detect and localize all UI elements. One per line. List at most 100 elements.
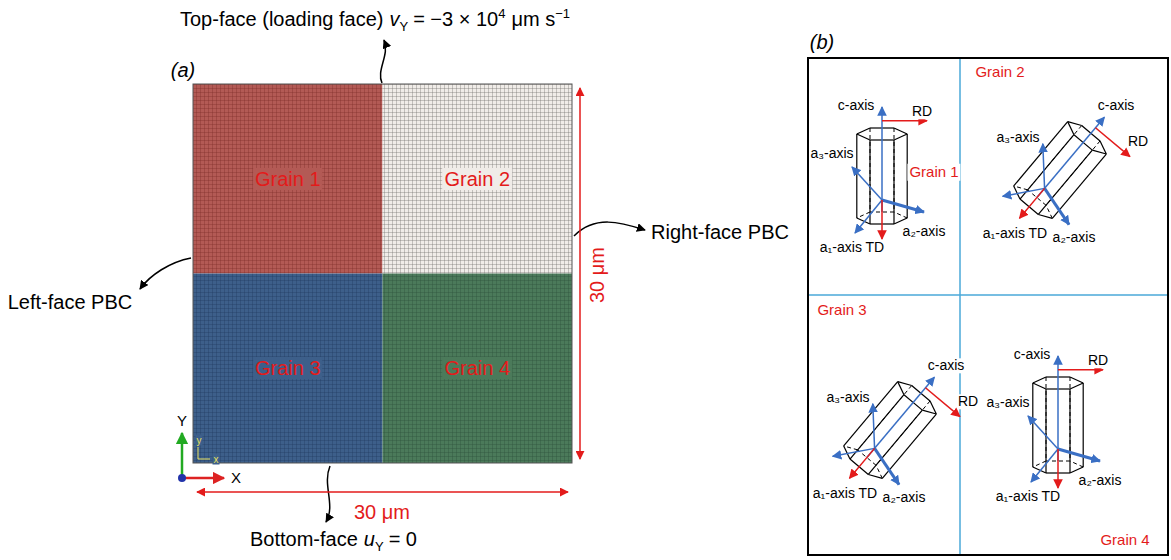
crystal-axis — [852, 404, 896, 449]
axis-label: a₁-axis TD — [982, 226, 1048, 241]
prism-hidden-edge — [876, 401, 930, 465]
sample-axis — [925, 388, 959, 417]
crystal-axis — [855, 200, 882, 233]
axis-label: a₂-axis — [1078, 473, 1123, 488]
prism-edge — [894, 134, 907, 140]
axis-arrow — [181, 433, 184, 478]
leader-arrow — [574, 222, 645, 236]
axis-label: X — [231, 470, 241, 487]
face-label: Left-face PBC — [8, 291, 133, 313]
prism-edge — [1033, 377, 1046, 383]
grain-region: Grain 1 — [193, 84, 383, 274]
axis-label: c-axis — [927, 358, 966, 373]
crystal-axis — [1037, 188, 1077, 224]
sample-axis — [1020, 188, 1045, 218]
crystal-axis — [867, 448, 907, 484]
face-label: Right-face PBC — [651, 221, 789, 243]
axis-label: RD — [911, 104, 933, 119]
face-caption-part: = −3 × 10 — [413, 6, 498, 32]
hcp-prism — [827, 358, 969, 507]
prism-edge — [1033, 383, 1046, 389]
prism-edge — [1038, 210, 1052, 223]
prism-edge — [1083, 383, 1084, 467]
crystal-axis — [881, 107, 883, 212]
crystal-axis — [1031, 449, 1058, 482]
crystal-prisms — [827, 98, 1139, 507]
axis-label: RD — [1087, 353, 1109, 368]
sample-axis — [882, 120, 927, 122]
dimension-line — [579, 88, 581, 459]
quadrant-divider — [809, 294, 1167, 296]
grain-region: Grain 2 — [383, 84, 573, 274]
crystal-axis — [1058, 449, 1100, 461]
panel-b-frame — [808, 58, 1168, 555]
prism-edge — [1070, 383, 1083, 389]
face-caption-part: Y — [399, 19, 408, 36]
sample-axis — [1058, 369, 1103, 371]
grain-label: Grain 3 — [815, 302, 868, 319]
grain-mesh — [193, 274, 383, 464]
prism-hidden-edge — [1046, 141, 1100, 205]
face-caption-part: 4 — [498, 6, 505, 23]
face-caption-part: u — [364, 526, 375, 552]
prism-hidden-edge — [872, 465, 886, 478]
face-caption: Top-face (loading face)vY= −3 × 104μm s−… — [180, 6, 570, 32]
crystal-axis — [867, 377, 934, 457]
panel-letter: (a) — [171, 59, 195, 81]
sample-axis — [850, 448, 875, 478]
panel-letter: (b) — [810, 31, 834, 53]
axis-label: x — [213, 454, 220, 465]
axis-origin — [178, 474, 186, 482]
local-axes — [198, 447, 210, 459]
grain-region: Grain 4 — [383, 274, 573, 464]
grain-label: Grain 2 — [442, 168, 512, 190]
prism-hidden-edge — [1042, 205, 1056, 218]
face-caption: Bottom-faceuY= 0 — [250, 526, 417, 552]
axis-label: c-axis — [1097, 98, 1136, 113]
sample-axis — [1095, 128, 1129, 157]
hcp-prism — [1028, 356, 1103, 488]
prism-hidden-edge — [1070, 377, 1071, 461]
prism-hidden-edge — [894, 212, 907, 218]
dimension-label: 30 μm — [352, 501, 412, 523]
crystal-axis — [1022, 144, 1066, 189]
mesh-square — [193, 84, 572, 463]
crystal-axis — [882, 200, 924, 212]
prism-edge — [1070, 467, 1083, 473]
prism-edge — [894, 218, 907, 224]
crystal-axis — [1057, 356, 1059, 461]
grain-label: Grain 3 — [253, 357, 323, 379]
grain-label: Grain 2 — [973, 64, 1026, 81]
axis-label: a₂-axis — [882, 490, 927, 505]
axis-label: a₃-axis — [995, 130, 1040, 145]
grain-mesh — [383, 84, 573, 274]
axis-label: a₃-axis — [985, 395, 1030, 410]
grain-quadrant: Grain 3 — [808, 295, 960, 555]
prism-hidden-edge — [1070, 461, 1083, 467]
grain-label: Grain 4 — [442, 357, 512, 379]
grain-region: Grain 3 — [193, 274, 383, 464]
crystal-axis — [1037, 117, 1104, 197]
grain-label: Grain 1 — [907, 164, 960, 181]
sample-axis — [881, 200, 883, 239]
axis-label: a₁-axis TD — [812, 486, 878, 501]
leader-arrow — [380, 40, 385, 83]
grain-label: Grain 4 — [1098, 532, 1151, 549]
grain-mesh — [193, 84, 383, 274]
grain-quadrant: Grain 2 — [960, 58, 1168, 295]
prism-hidden-edge — [1046, 377, 1047, 461]
leader-arrow — [326, 466, 330, 522]
axis-label: RD — [1127, 134, 1149, 149]
prism-edge — [894, 128, 907, 134]
prism-edge — [857, 128, 870, 134]
axis-triad — [178, 433, 224, 482]
crystal-axis — [1003, 171, 1045, 214]
prism-edge — [857, 134, 870, 140]
leader-arrow — [140, 258, 191, 289]
dimension-line — [197, 491, 568, 493]
face-caption-part: = 0 — [389, 526, 417, 552]
prism-edge — [1052, 154, 1106, 218]
face-caption-part: μm s — [511, 6, 555, 32]
hcp-prism — [997, 98, 1139, 247]
